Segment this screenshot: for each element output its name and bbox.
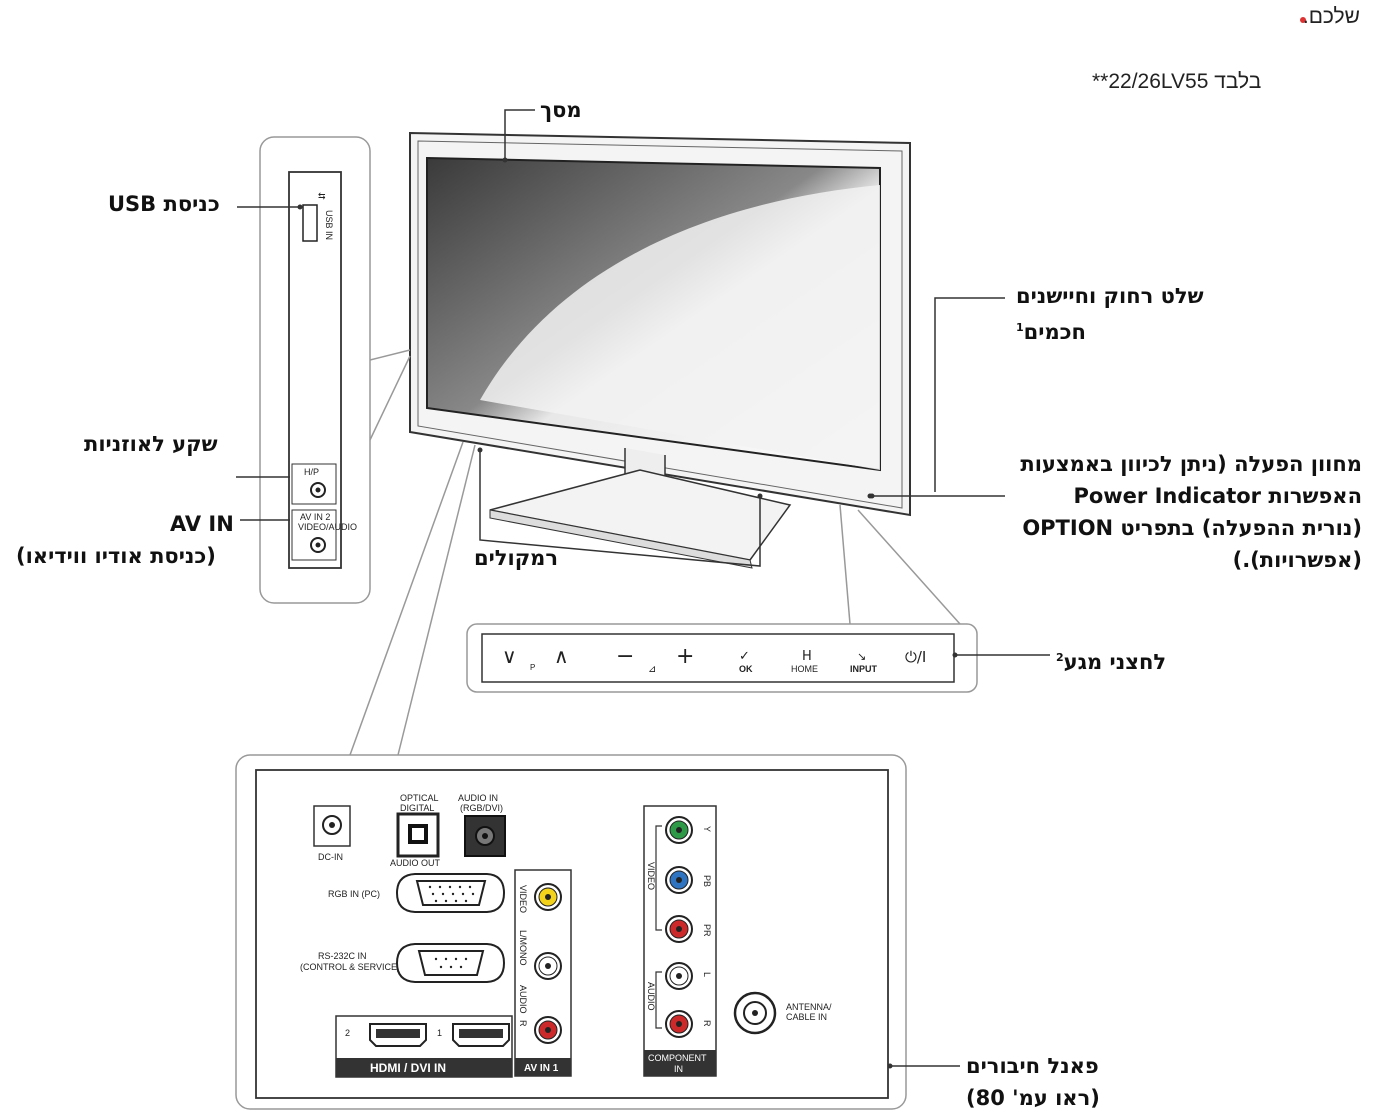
hdmi-bar [336,1058,512,1077]
av-in1-label: AV IN 1 [524,1063,559,1074]
callout-av-in: AV IN [170,512,234,536]
home-key-label: HOME [791,664,818,674]
comp-video-label: VIDEO [646,862,656,890]
av-mono-label: L/MONO [518,930,528,966]
audio-in-label-1: AUDIO IN [458,793,498,803]
av-audio-label: AUDIO [518,985,528,1014]
touch-text: לחצני מגע [1063,650,1167,674]
callout-speakers: רמקולים [474,546,559,570]
ch-down-key: ∨ [502,644,517,668]
vol-down-key: − [616,644,634,669]
p-label: P [530,663,535,672]
ch-up-key: ∧ [554,644,569,668]
power-key: ⏻/I [905,648,926,666]
callout-panel-ref: (ראו עמ' 80) [966,1086,1100,1110]
callout-power-indicator: מחוון הפעלה (ניתן לכיוון באמצעות האפשרות… [1020,452,1362,572]
rs232-label-1: RS-232C IN [318,951,367,961]
callout-remote-line2: חכמים1 [1016,312,1086,348]
av-port-label-2: VIDEO/AUDIO [298,522,357,532]
av-port-label: AV IN 2 [300,512,330,522]
hdmi-2-label: 2 [345,1028,350,1038]
callout-touch-buttons: לחצני מגע2 [1056,642,1166,678]
remote-line2-text: חכמים [1023,320,1086,344]
rs232-label-2: (CONTROL & SERVICE) [300,962,400,972]
av-r-label: R [518,1020,528,1027]
av-video-label: VIDEO [518,885,528,913]
vol-up-key: + [676,644,694,669]
comp-pr-label: PR [702,924,712,937]
connection-panel: DC-IN OPTICAL DIGITAL AUDIO OUT AUDIO IN… [235,754,907,1110]
antenna-label-1: ANTENNA/ [786,1002,832,1012]
comp-r-label: R [702,1020,712,1027]
callout-headphone: שקע לאוזניות [84,432,218,456]
hdmi-bar-label: HDMI / DVI IN [370,1061,446,1075]
comp-audio-label: AUDIO [646,982,656,1011]
callout-screen: מסך [540,98,582,122]
callout-panel: פאנל חיבורים [966,1054,1099,1078]
leader-lines [236,109,1050,1067]
callout-av-in-desc: (כניסת אודיו ווידיאו) [16,544,216,568]
top-text: שלכם. [1302,5,1360,28]
hp-port-label: H/P [304,467,319,477]
ok-key-icon: ✓ [739,649,750,664]
bullet-dot [1300,17,1306,23]
comp-label-1: COMPONENT [648,1053,707,1063]
input-key-icon: ↘ [857,650,866,663]
rgb-in-label: RGB IN (PC) [328,889,380,899]
svg-text:⇆: ⇆ [318,191,326,201]
touch-sup: 2 [1056,651,1064,664]
optical-label-1: OPTICAL [400,793,439,803]
tv-unit [409,131,911,569]
dc-in-label: DC-IN [318,852,343,862]
comp-bar [644,1050,716,1076]
hdmi-1-label: 1 [437,1028,442,1038]
home-key-icon: H [802,649,812,664]
vol-icon: ⊿ [648,664,656,675]
comp-pb-label: PB [702,875,712,887]
touch-panel: ∨ P ∧ − ⊿ + ✓ OK H HOME ↘ INPUT ⏻/I [466,623,978,693]
model-note: **22/26LV55 בלבד [1092,70,1262,93]
callout-remote-line1: שלט רחוק וחיישנים [1016,284,1204,308]
callout-usb: כניסת USB [108,192,220,216]
comp-label-2: IN [674,1064,683,1074]
leader-dots [297,157,958,1069]
usb-port [302,204,318,242]
optical-label-2: DIGITAL [400,803,434,813]
audio-in-label-2: (RGB/DVI) [460,803,503,813]
comp-y-label: Y [702,826,712,832]
side-panel: USB IN ⇆ H/P AV IN 2 VIDEO/AUDIO [259,136,411,604]
audio-out-label: AUDIO OUT [390,858,441,868]
av-in1-bar [515,1058,571,1076]
ok-key-label: OK [739,664,753,674]
comp-l-label: L [702,972,712,977]
antenna-label-2: CABLE IN [786,1012,827,1022]
usb-port-label: USB IN [324,210,334,240]
remote-sup: 1 [1016,321,1024,334]
input-key-label: INPUT [850,664,878,674]
